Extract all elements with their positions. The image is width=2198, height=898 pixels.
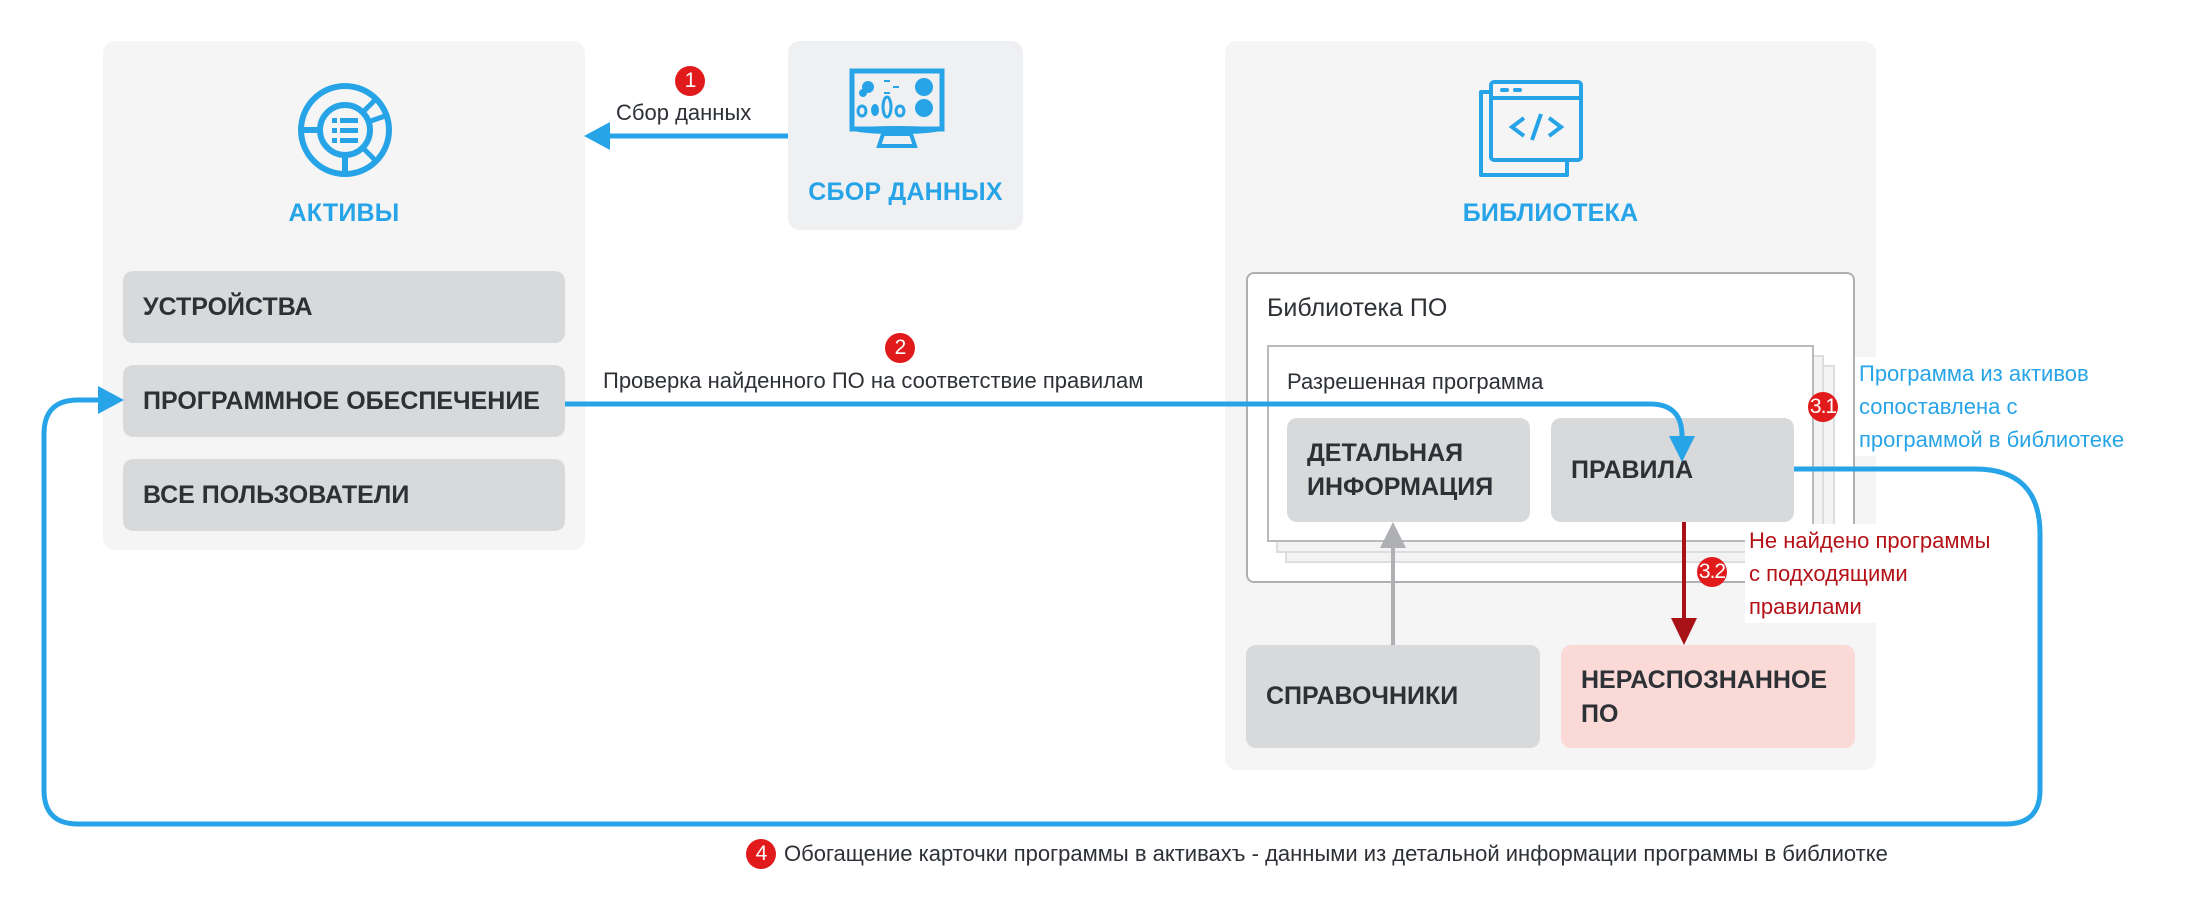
step-badge-3-2: 3.2: [1697, 557, 1727, 587]
rules-block[interactable]: ПРАВИЛА: [1551, 418, 1794, 522]
software-library-title: Библиотека ПО: [1267, 294, 1448, 322]
data-collection-panel: СБОР ДАННЫХ: [788, 41, 1023, 230]
references-block[interactable]: СПРАВОЧНИКИ: [1246, 645, 1540, 748]
allowed-program-title: Разрешенная программа: [1287, 369, 1544, 394]
assets-dashboard-icon: [298, 83, 392, 177]
step-note-3-1: Программа из активов сопоставлена с прог…: [1855, 357, 2129, 456]
step-badge-4: 4: [746, 839, 776, 869]
detail-info-label-line1: ДЕТАЛЬНАЯ: [1307, 439, 1464, 467]
references-label: СПРАВОЧНИКИ: [1266, 682, 1459, 710]
assets-title: АКТИВЫ: [288, 199, 400, 227]
unrecognized-label-line1: НЕРАСПОЗНАННОЕ: [1581, 665, 1828, 694]
step-label-1: Сбор данных: [612, 100, 756, 126]
monitor-dashboard-icon: [849, 68, 945, 148]
step-note-3-2-line: с подходящими: [1749, 561, 1908, 586]
step-badge-2: 2: [885, 333, 915, 363]
assets-item-label: УСТРОЙСТВА: [143, 292, 313, 321]
step-note-3-2-line: правилами: [1749, 594, 1862, 619]
arrowhead-left: [584, 122, 610, 150]
step-note-3-2-line: Не найдено программы: [1749, 528, 1991, 553]
detail-info-block[interactable]: ДЕТАЛЬНАЯ ИНФОРМАЦИЯ: [1287, 418, 1530, 522]
library-title: БИБЛИОТЕКА: [1462, 199, 1639, 227]
step-note-3-2: Не найдено программы с подходящими прави…: [1745, 524, 1995, 623]
step-label-2: Проверка найденного ПО на соответствие п…: [599, 368, 1148, 394]
unrecognized-label-line2: ПО: [1581, 699, 1619, 728]
rules-label: ПРАВИЛА: [1571, 455, 1694, 484]
assets-item-label: ВСЕ ПОЛЬЗОВАТЕЛИ: [143, 480, 410, 509]
step-badge-3-1: 3.1: [1808, 392, 1838, 422]
step-note-3-1-line: сопоставлена с: [1859, 394, 2018, 419]
assets-item-software[interactable]: ПРОГРАММНОЕ ОБЕСПЕЧЕНИЕ: [123, 365, 565, 437]
assets-item-label: ПРОГРАММНОЕ ОБЕСПЕЧЕНИЕ: [143, 386, 540, 415]
step-note-3-1-line: Программа из активов: [1859, 361, 2089, 386]
code-window-icon: [1479, 80, 1583, 177]
assets-item-all-users[interactable]: ВСЕ ПОЛЬЗОВАТЕЛИ: [123, 459, 565, 531]
step-label-4: Обогащение карточки программы в активахъ…: [780, 841, 1892, 867]
unrecognized-software-block[interactable]: НЕРАСПОЗНАННОЕ ПО: [1561, 645, 1855, 748]
detail-info-label-line2: ИНФОРМАЦИЯ: [1307, 473, 1494, 501]
assets-item-devices[interactable]: УСТРОЙСТВА: [123, 271, 565, 343]
data-collection-title: СБОР ДАННЫХ: [808, 178, 1003, 206]
step-badge-1: 1: [675, 66, 705, 96]
step-note-3-1-line: программой в библиотеке: [1859, 427, 2125, 452]
